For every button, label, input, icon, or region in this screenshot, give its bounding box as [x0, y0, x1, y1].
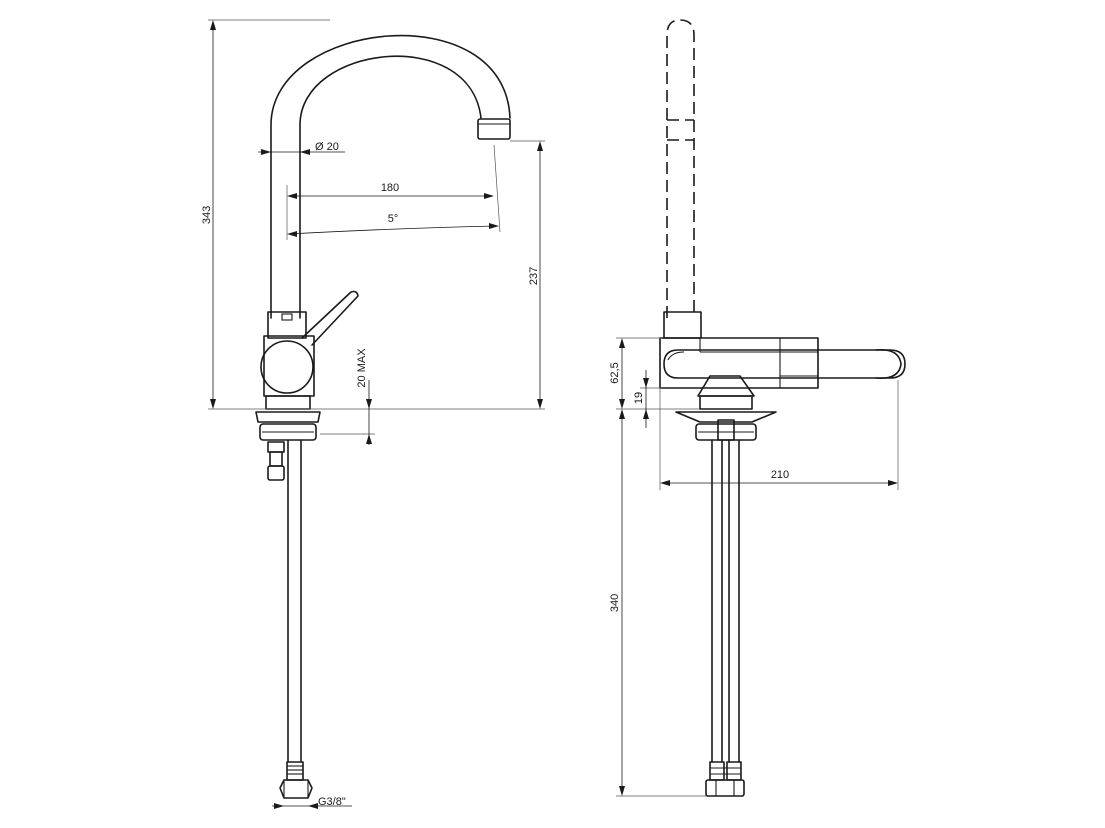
dim-handle-reach: 210	[771, 469, 789, 481]
dim-spout-height: 237	[528, 267, 540, 285]
handle-hub	[260, 340, 314, 394]
front-elevation: 343 Ø 20 180 5° 237 20 MAX G3/	[201, 19, 545, 809]
dim-hose-length: 340	[609, 594, 621, 612]
dim-connector-thread: G3/8"	[318, 796, 346, 808]
mounting-plate	[255, 411, 321, 423]
base-flange	[265, 395, 311, 410]
body-collar	[267, 311, 307, 339]
side-body-box	[659, 337, 819, 389]
side-elevation: 62,5 19 210 340	[609, 19, 906, 797]
dim-base-height: 19	[633, 392, 645, 404]
spout-hidden	[666, 19, 695, 318]
aerator	[477, 118, 511, 140]
dim-deck-thickness: 20 MAX	[356, 348, 368, 388]
spout-outer	[270, 34, 511, 319]
dim-overall-height: 343	[201, 206, 213, 224]
dim-spout-reach: 180	[381, 182, 399, 194]
dim-handle-height: 62,5	[609, 362, 621, 383]
side-lever-handle	[663, 349, 906, 379]
side-valve-bell	[697, 375, 755, 397]
side-mounting-plate	[675, 411, 777, 423]
dim-pipe-diameter: Ø 20	[315, 141, 339, 153]
lever-handle	[301, 290, 359, 346]
spout-inner	[299, 55, 482, 319]
dim-spout-angle: 5°	[388, 213, 399, 225]
